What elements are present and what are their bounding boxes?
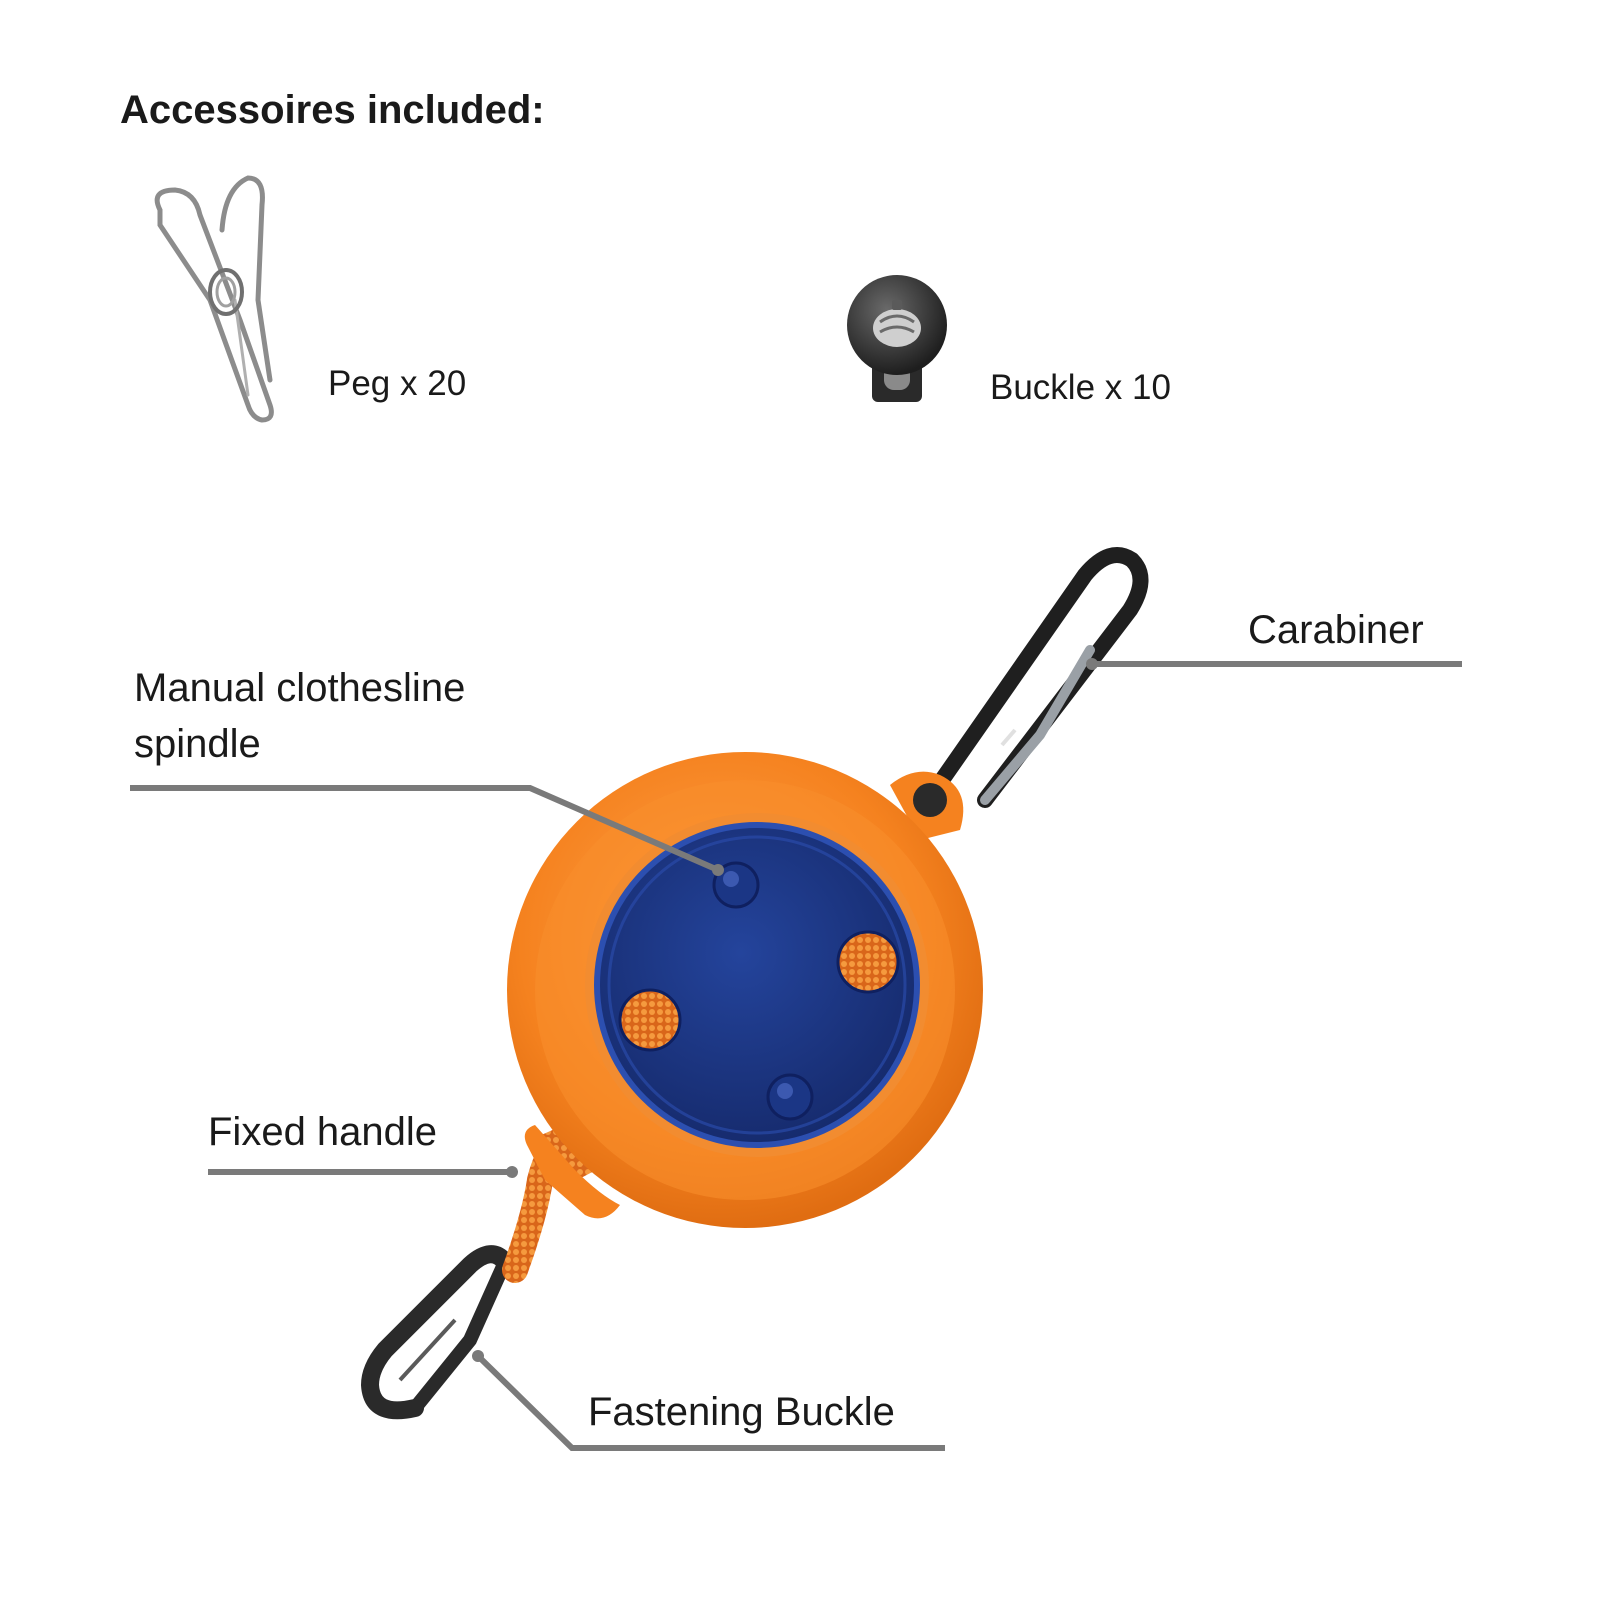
carabiner-icon: [927, 547, 1149, 808]
cord-lock-buckle-icon: [847, 275, 947, 402]
carabiner-leader-dot: [1086, 658, 1098, 670]
fastening-leader-line: [475, 1353, 945, 1451]
peg-icon: [154, 175, 274, 423]
rope-window: [836, 930, 900, 994]
fastening-buckle-callout: Fastening Buckle: [588, 1390, 895, 1434]
spindle-knob: [766, 1073, 814, 1121]
spindle-knob: [712, 861, 760, 909]
page-title: Accessoires included:: [120, 88, 545, 132]
spindle-leader-dot: [712, 864, 724, 876]
spindle-leader-line: [130, 785, 720, 873]
carabiner-callout: Carabiner: [1248, 608, 1424, 652]
fixed-handle-callout: Fixed handle: [208, 1110, 438, 1154]
peg-quantity-label: Peg x 20: [328, 364, 467, 403]
spindle-callout: Manual clothesline spindle: [134, 666, 466, 766]
rope-window: [618, 988, 682, 1052]
fastening-buckle-icon: [360, 1245, 514, 1420]
fastening-leader-dot: [472, 1350, 484, 1362]
clothesline-reel: [507, 752, 983, 1228]
fixed-handle-leader-dot: [506, 1166, 518, 1178]
buckle-quantity-label: Buckle x 10: [990, 368, 1171, 407]
